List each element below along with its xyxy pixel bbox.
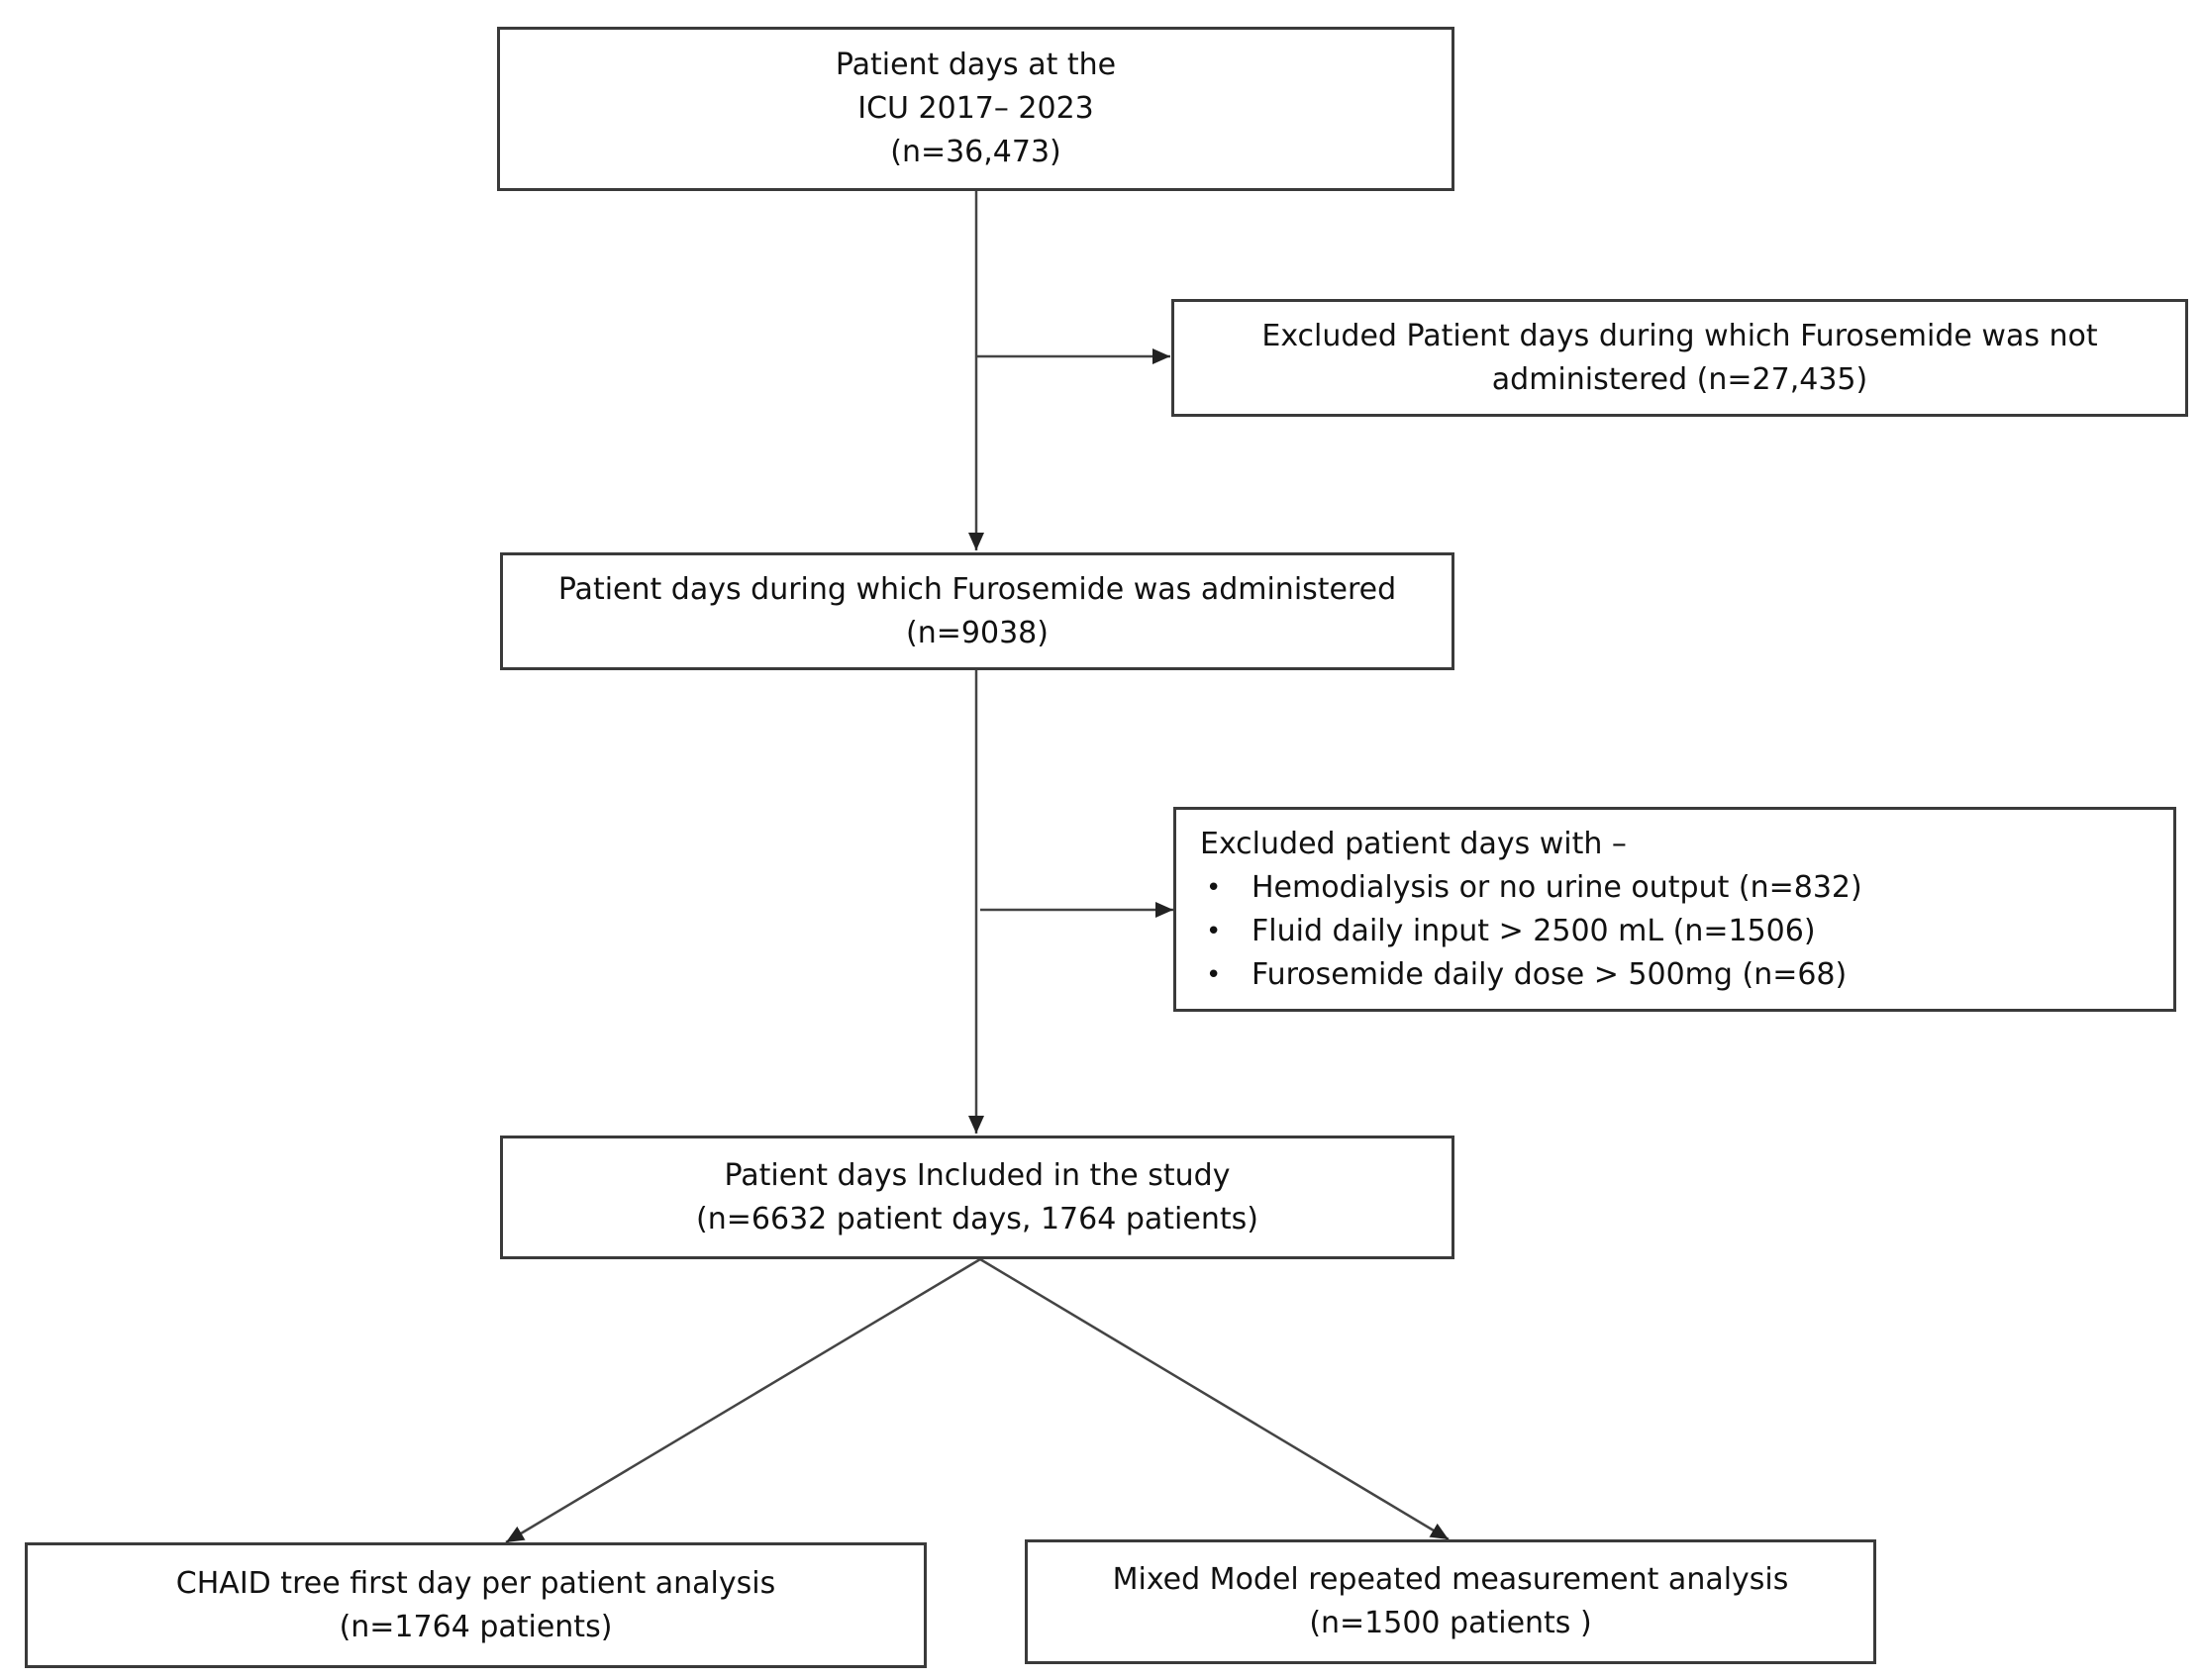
- box-line: (n=9038): [906, 615, 1049, 650]
- box-line: (n=1500 patients ): [1309, 1606, 1592, 1640]
- chaid-tree-box: CHAID tree first day per patient analysi…: [25, 1542, 927, 1668]
- included-in-study-box: Patient days Included in the study (n=66…: [500, 1136, 1454, 1259]
- box-line: Mixed Model repeated measurement analysi…: [1112, 1562, 1789, 1597]
- list-item: Furosemide daily dose > 500mg (n=68): [1200, 953, 1862, 997]
- box-line: Excluded Patient days during which Furos…: [1261, 318, 2098, 353]
- arrow-included-to-mixed: [979, 1257, 1450, 1541]
- furosemide-administered-box: Patient days during which Furosemide was…: [500, 552, 1454, 670]
- excluded-not-administered-box: Excluded Patient days during which Furos…: [1171, 299, 2188, 417]
- box-line: (n=36,473): [890, 135, 1061, 169]
- box-line: CHAID tree first day per patient analysi…: [175, 1565, 776, 1601]
- arrow-included-to-chaid: [505, 1257, 981, 1544]
- box-line: (n=6632 patient days, 1764 patients): [696, 1201, 1258, 1236]
- excluded-criteria-box: Excluded patient days with – Hemodialysi…: [1173, 807, 2176, 1012]
- box-line: ICU 2017– 2023: [857, 91, 1094, 126]
- mixed-model-box: Mixed Model repeated measurement analysi…: [1025, 1539, 1876, 1664]
- excluded-criteria-list: Hemodialysis or no urine output (n=832) …: [1200, 866, 1862, 997]
- box-line: Patient days during which Furosemide was…: [557, 571, 1397, 607]
- box-line: (n=1764 patients): [339, 1609, 613, 1644]
- box-line: administered (n=27,435): [1491, 361, 1868, 397]
- box-line: Patient days at the: [835, 48, 1117, 82]
- list-item: Fluid daily input > 2500 mL (n=1506): [1200, 910, 1862, 953]
- excluded-criteria-heading: Excluded patient days with –: [1200, 826, 1627, 861]
- patient-days-icu-box: Patient days at the ICU 2017– 2023 (n=36…: [497, 27, 1454, 191]
- list-item: Hemodialysis or no urine output (n=832): [1200, 866, 1862, 910]
- box-line: Patient days Included in the study: [724, 1157, 1231, 1193]
